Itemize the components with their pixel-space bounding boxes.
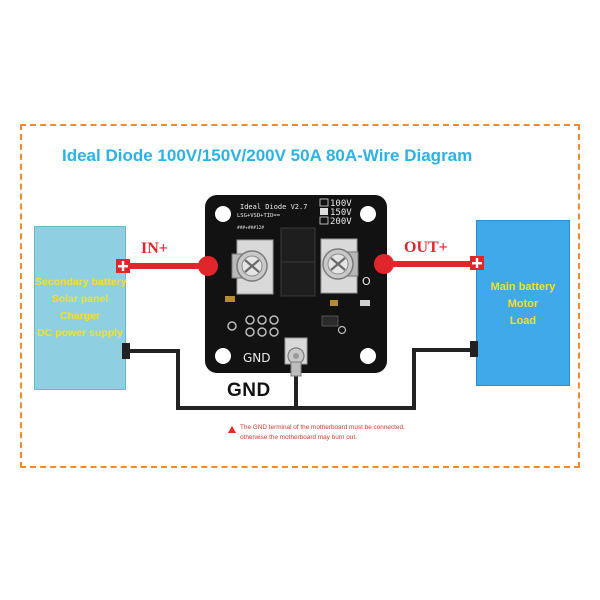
plus-terminal-icon (470, 256, 484, 270)
board-model: LSG+VSD+TID== (237, 213, 281, 219)
wire-end-cap (374, 254, 394, 274)
minus-terminal-icon (122, 343, 130, 359)
diagram-title: Ideal Diode 100V/150V/200V 50A 80A-Wire … (62, 146, 473, 165)
mounting-hole-icon (360, 206, 376, 222)
plus-terminal-icon (116, 259, 130, 273)
source-box: Secondary battery Solar panel Charger DC… (34, 226, 127, 390)
source-item: DC power supply (37, 327, 123, 339)
out-plus-label: OUT+ (404, 239, 448, 256)
mounting-hole-icon (215, 348, 231, 364)
warning-line: otherwise the motherboard may burn out. (240, 434, 357, 441)
gnd-wire-label: GND (227, 380, 271, 401)
gnd-warning: The GND terminal of the motherboard must… (228, 423, 405, 443)
source-list: Secondary battery Solar panel Charger DC… (35, 274, 127, 342)
in-plus-label: IN+ (141, 240, 168, 257)
load-item: Load (509, 315, 537, 327)
gnd-pad-label: GND (243, 351, 271, 365)
load-box: Main battery Motor Load (476, 220, 570, 386)
ground-wire-right (296, 348, 474, 410)
wire-end-cap (198, 256, 218, 276)
voltage-option: 150V (330, 208, 352, 218)
ground-wire-left (128, 349, 296, 410)
board-serial: ###+###12# (237, 225, 264, 231)
source-item: Solar panel (51, 293, 109, 305)
board-mark: O (362, 275, 371, 288)
mounting-hole-icon (215, 206, 231, 222)
dashed-frame (20, 124, 580, 468)
screw-icon (322, 248, 359, 280)
board-name: Ideal Diode V2.7 (240, 203, 307, 211)
load-list: Main battery Motor Load (477, 279, 569, 330)
voltage-option: 100V (330, 199, 352, 209)
minus-terminal-icon (470, 341, 478, 357)
warning-triangle-icon (228, 426, 236, 433)
load-item: Motor (507, 298, 539, 310)
voltage-option: 200V (330, 217, 352, 227)
warning-line: The GND terminal of the motherboard must… (240, 424, 405, 431)
mounting-hole-icon (360, 348, 376, 364)
gnd-lug-icon (287, 347, 305, 377)
source-item: Secondary battery (35, 276, 127, 288)
screw-icon (231, 250, 268, 282)
load-item: Main battery (490, 281, 556, 293)
source-item: Charger (59, 310, 101, 322)
